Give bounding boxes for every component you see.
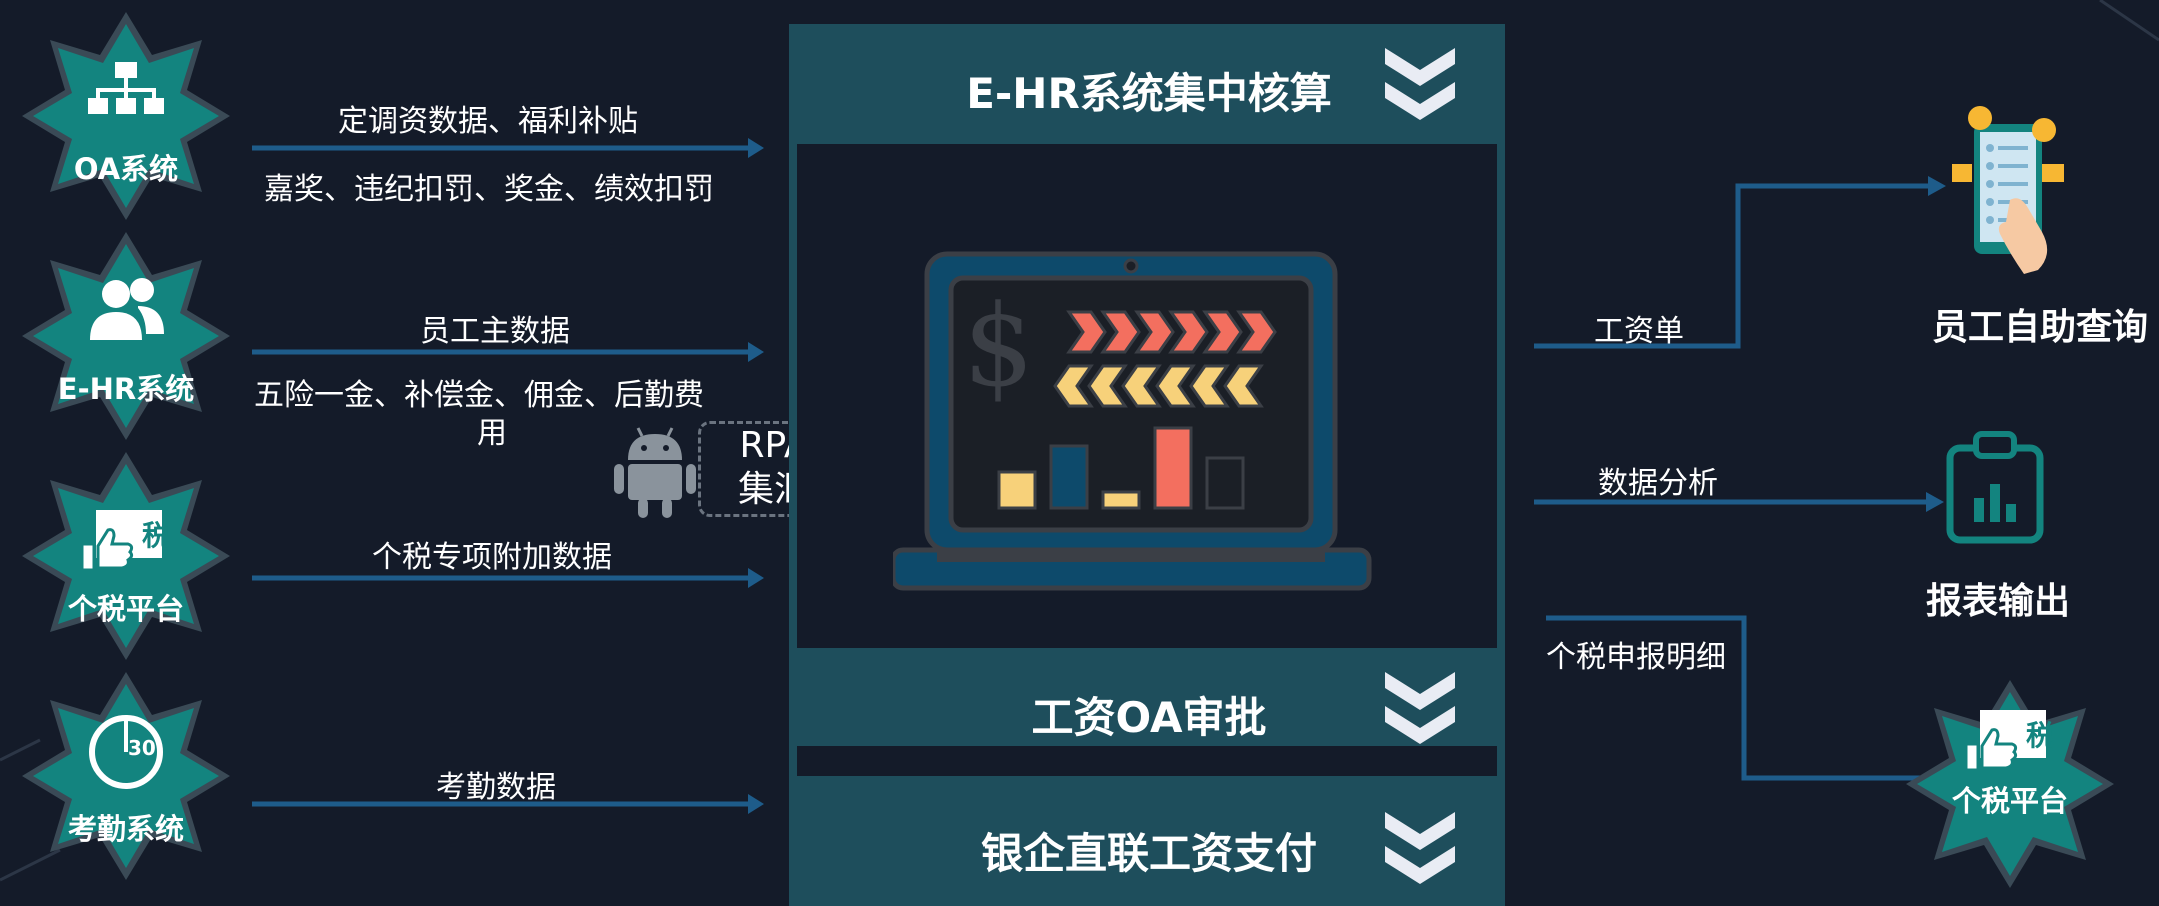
output-report-label: 报表输出 — [1926, 581, 2071, 622]
currency-symbol: $ — [963, 282, 1035, 412]
report-clipboard-icon — [1946, 431, 2044, 544]
flow-ehr-top-text: 员工主数据 — [420, 314, 570, 349]
flow-attendance-top-text: 考勤数据 — [436, 770, 556, 805]
tax-thumb-icon — [80, 510, 162, 572]
android-robot-icon — [614, 427, 696, 518]
star-badge-shape — [1906, 680, 2114, 888]
source-attendance-label: 考勤系统 — [67, 812, 184, 846]
source-oa-label: OA系统 — [73, 152, 179, 186]
source-attendance-node: 30 考勤系统 — [18, 668, 234, 884]
attendance-flow-arrow — [252, 794, 764, 814]
source-oa-node: OA系统 — [18, 8, 234, 224]
chevron-down-icon — [1385, 48, 1455, 120]
laptop-area: $ — [797, 144, 1497, 648]
chevron-down-icon — [1385, 672, 1455, 744]
star-badge-shape — [22, 672, 230, 880]
tax-badge-text: 税 — [141, 519, 170, 552]
flow-tax-top-text: 个税专项附加数据 — [372, 540, 612, 575]
flow-ehr-bottom-text-1: 五险一金、补偿金、佣金、后勤费 — [254, 378, 704, 413]
source-tax-label: 个税平台 — [67, 592, 184, 626]
center-process-panel: E-HR系统集中核算 — [789, 24, 1505, 906]
flow-tax-declaration-text: 个税申报明细 — [1546, 640, 1726, 675]
flow-payslip-text: 工资单 — [1594, 314, 1684, 349]
users-icon — [90, 278, 164, 340]
flow-oa-bottom-text: 嘉奖、违纪扣罚、奖金、绩效扣罚 — [264, 172, 714, 207]
tax-declaration-flow-line — [1546, 615, 1922, 781]
gap-band — [797, 746, 1497, 776]
analysis-flow-arrow — [1534, 492, 1944, 512]
chevron-down-icon — [1385, 812, 1455, 884]
clock-icon — [89, 715, 163, 789]
star-badge-shape — [22, 12, 230, 220]
step-bank-payment-title: 银企直联工资支付 — [980, 829, 1317, 878]
source-tax-node: 税 个税平台 — [18, 448, 234, 664]
ehr-flow-arrow — [252, 342, 764, 362]
tax-badge-text: 税 — [2025, 719, 2054, 752]
flow-ehr-bottom-text-2: 用 — [477, 416, 507, 451]
tax-flow-arrow — [252, 568, 764, 588]
tax-thumb-icon — [1964, 710, 2046, 772]
output-self-service-label: 员工自助查询 — [1932, 307, 2149, 348]
output-tax-node: 税 个税平台 — [1902, 676, 2118, 892]
step-oa-approval-title: 工资OA审批 — [1031, 693, 1267, 742]
step-bank-payment: 银企直联工资支付 — [789, 776, 1505, 906]
payslip-flow-arrow — [1534, 176, 1946, 349]
source-ehr-node: E-HR系统 — [18, 228, 234, 444]
step-ehr-accounting: E-HR系统集中核算 — [789, 24, 1505, 144]
mobile-payslip-icon — [1952, 106, 2064, 274]
source-ehr-label: E-HR系统 — [57, 372, 195, 406]
org-chart-icon — [88, 62, 164, 114]
oa-flow-arrow — [252, 138, 764, 158]
flow-analysis-text: 数据分析 — [1598, 466, 1718, 501]
clock-badge-text: 30 — [128, 736, 156, 760]
output-tax-label: 个税平台 — [1951, 784, 2068, 818]
step-ehr-accounting-title: E-HR系统集中核算 — [966, 69, 1332, 118]
flow-oa-top-text: 定调资数据、福利补贴 — [338, 104, 638, 139]
payroll-laptop-icon — [893, 251, 1372, 591]
